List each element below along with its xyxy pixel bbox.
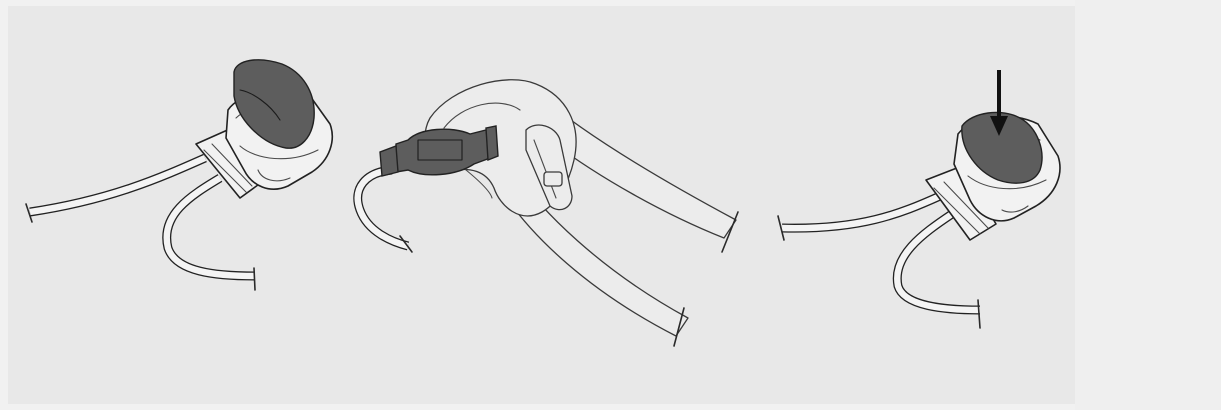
wire-connector-open-icon [26,60,332,290]
pliers-crimping-connector-icon [358,80,738,346]
wire-connector-pressed-icon [778,70,1060,328]
